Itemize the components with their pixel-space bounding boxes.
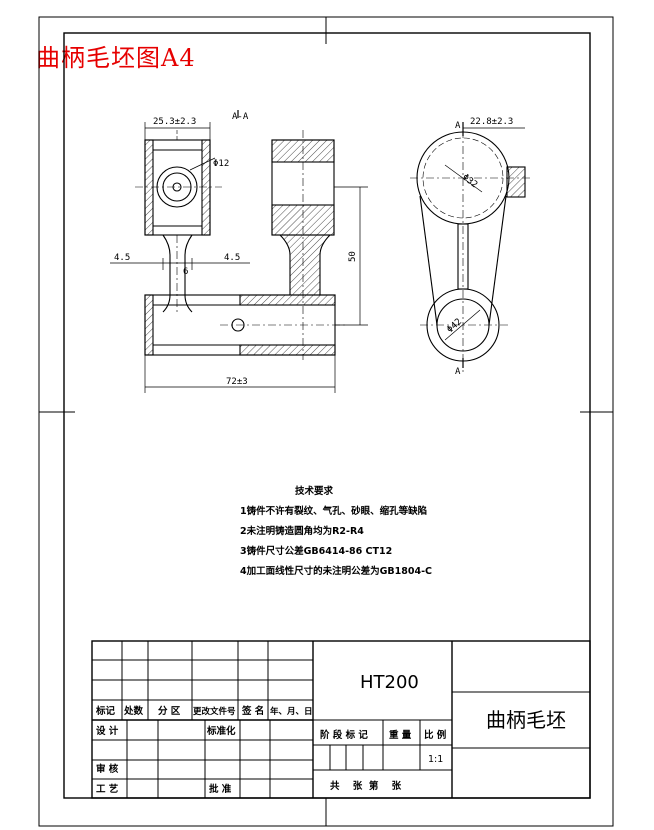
dim-web: 6 bbox=[183, 267, 188, 277]
col-zone: 分 区 bbox=[158, 705, 181, 717]
dim-left-45: 4.5 bbox=[114, 253, 130, 263]
dim-r-small: Φ42 bbox=[445, 317, 464, 335]
label-process: 工 艺 bbox=[96, 783, 119, 795]
label-design: 设 计 bbox=[96, 725, 119, 737]
section-view bbox=[135, 130, 345, 360]
col-mark: 标记 bbox=[95, 705, 116, 717]
section-label-top: A-A bbox=[232, 112, 249, 122]
requirement-item: 2未注明铸造圆角均为R2-R4 bbox=[240, 526, 364, 537]
section-mark-top: A bbox=[455, 121, 461, 131]
dim-right-45: 4.5 bbox=[224, 253, 240, 263]
technical-requirements: 技术要求 1铸件不许有裂纹、气孔、砂眼、缩孔等缺陷 2未注明铸造圆角均为R2-R… bbox=[240, 482, 432, 582]
label-review: 审 核 bbox=[96, 763, 119, 775]
col-date: 年、月、日 bbox=[270, 706, 313, 717]
scale-value: 1:1 bbox=[428, 754, 443, 765]
dim-width-right: 22.8±2.3 bbox=[470, 117, 513, 127]
document-title: 曲柄毛坯图A4 bbox=[36, 44, 196, 72]
col-count: 处数 bbox=[123, 705, 144, 717]
title-block-grid bbox=[91, 640, 591, 799]
requirement-item: 1铸件不许有裂纹、气孔、砂眼、缩孔等缺陷 bbox=[240, 506, 428, 517]
part-name-label: 曲柄毛坯 bbox=[486, 708, 566, 732]
requirements-heading: 技术要求 bbox=[295, 486, 334, 497]
dim-hole-dia: Φ12 bbox=[213, 159, 229, 169]
front-view bbox=[410, 122, 530, 372]
outer-border bbox=[38, 16, 614, 827]
col-change-doc: 更改文件号 bbox=[193, 706, 236, 717]
col-sign: 签 名 bbox=[241, 705, 264, 717]
material-label: HT200 bbox=[360, 672, 419, 693]
dim-height: 50 bbox=[348, 251, 358, 262]
requirement-item: 4加工面线性尺寸的未注明公差为GB1804-C bbox=[240, 566, 433, 577]
section-dimensions bbox=[110, 110, 368, 393]
label-approve: 批 准 bbox=[209, 783, 232, 795]
dim-width-left: 25.3±2.3 bbox=[153, 117, 196, 127]
dim-length: 72±3 bbox=[226, 377, 248, 387]
label-sheets: 共 张 第 张 bbox=[330, 780, 402, 792]
section-mark-bottom: A bbox=[455, 367, 461, 377]
label-standardize: 标准化 bbox=[206, 725, 236, 737]
label-weight: 重 量 bbox=[389, 729, 412, 741]
centering-marks bbox=[39, 17, 613, 826]
requirement-item: 3铸件尺寸公差GB6414-86 CT12 bbox=[240, 546, 393, 557]
label-stage-mark: 阶 段 标 记 bbox=[320, 729, 368, 741]
label-scale: 比 例 bbox=[424, 729, 446, 741]
